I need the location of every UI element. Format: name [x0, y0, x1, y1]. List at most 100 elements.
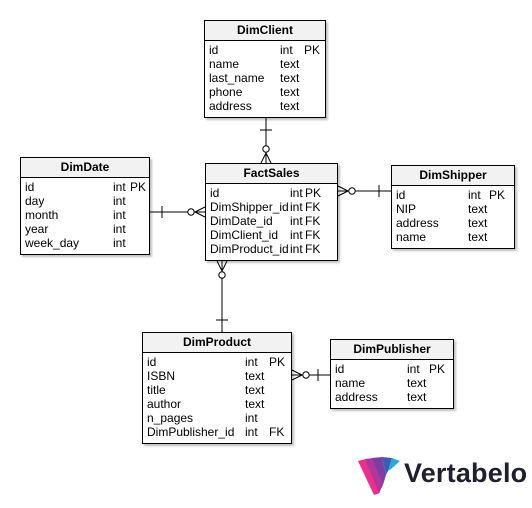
column-type: int: [245, 425, 258, 439]
column-row: week_day int: [25, 236, 145, 250]
column-key: FK: [305, 228, 321, 242]
column-key: FK: [305, 242, 321, 256]
column-name: DimPublisher_id: [147, 425, 235, 439]
column-key: PK: [130, 180, 147, 194]
table-title: FactSales: [206, 164, 337, 184]
optional-circle: [218, 271, 226, 279]
column-name: n_pages: [147, 411, 194, 425]
crow-foot: [194, 206, 206, 213]
crow-foot: [260, 152, 267, 164]
crow-foot: [337, 190, 349, 197]
column-key: PK: [429, 362, 446, 376]
optional-circle: [302, 371, 310, 379]
column-row: address text: [335, 390, 449, 404]
column-name: address: [335, 390, 378, 404]
crow-foot: [216, 260, 223, 272]
column-type: int: [290, 214, 303, 228]
crow-foot: [265, 152, 272, 164]
column-key: FK: [269, 425, 285, 439]
vertabelo-logo: Vertabelo: [356, 455, 528, 497]
column-name: author: [147, 397, 182, 411]
optional-circle: [187, 208, 195, 216]
column-type: int: [290, 186, 303, 200]
column-name: id: [335, 362, 345, 376]
table-title: DimShipper: [392, 166, 514, 186]
column-name: title: [147, 383, 166, 397]
column-type: text: [407, 390, 427, 404]
column-key: PK: [305, 186, 322, 200]
column-name: NIP: [396, 202, 417, 216]
column-name: DimClient_id: [210, 228, 279, 242]
column-row: id int PK: [335, 362, 449, 376]
column-type: int: [113, 236, 126, 250]
column-name: year: [25, 222, 49, 236]
column-row: name text: [396, 230, 510, 244]
column-name: phone: [209, 85, 243, 99]
crow-foot: [194, 211, 206, 218]
column-type: int: [113, 194, 126, 208]
column-row: author text: [147, 397, 287, 411]
column-key: PK: [489, 188, 506, 202]
column-type: text: [280, 99, 300, 113]
column-row: DimPublisher_id int FK: [147, 425, 287, 439]
column-row: name text: [335, 376, 449, 390]
crow-foot: [337, 185, 349, 192]
column-key: PK: [269, 355, 286, 369]
column-type: text: [245, 397, 265, 411]
table-title: DimClient: [205, 21, 325, 41]
table-columns: id int PK name text address text: [331, 360, 453, 408]
column-name: id: [147, 355, 157, 369]
crow-foot: [291, 374, 303, 381]
column-type: text: [407, 376, 427, 390]
table-title: DimDate: [21, 158, 149, 178]
column-type: int: [113, 222, 126, 236]
column-type: int: [245, 355, 258, 369]
column-key: PK: [304, 43, 321, 57]
column-type: text: [245, 369, 265, 383]
column-row: id int PK: [147, 355, 287, 369]
column-key: FK: [305, 200, 321, 214]
column-name: name: [209, 57, 240, 71]
column-name: name: [396, 230, 427, 244]
column-type: int: [280, 43, 293, 57]
column-type: int: [290, 200, 303, 214]
column-name: week_day: [25, 236, 80, 250]
column-type: text: [468, 230, 488, 244]
column-name: name: [335, 376, 366, 390]
column-name: DimProduct_id: [210, 242, 289, 256]
crow-foot: [291, 369, 303, 376]
vertabelo-logo-text: Vertabelo: [404, 458, 528, 488]
optional-circle: [262, 145, 270, 153]
column-name: DimDate_id: [210, 214, 273, 228]
column-key: FK: [305, 214, 321, 228]
vertabelo-logo-icon: [358, 457, 400, 495]
column-row: year int: [25, 222, 145, 236]
column-name: DimShipper_id: [210, 200, 289, 214]
column-name: id: [25, 180, 35, 194]
column-name: month: [25, 208, 59, 222]
column-name: address: [396, 216, 439, 230]
column-type: text: [280, 85, 300, 99]
column-type: text: [245, 383, 265, 397]
column-type: int: [407, 362, 420, 376]
